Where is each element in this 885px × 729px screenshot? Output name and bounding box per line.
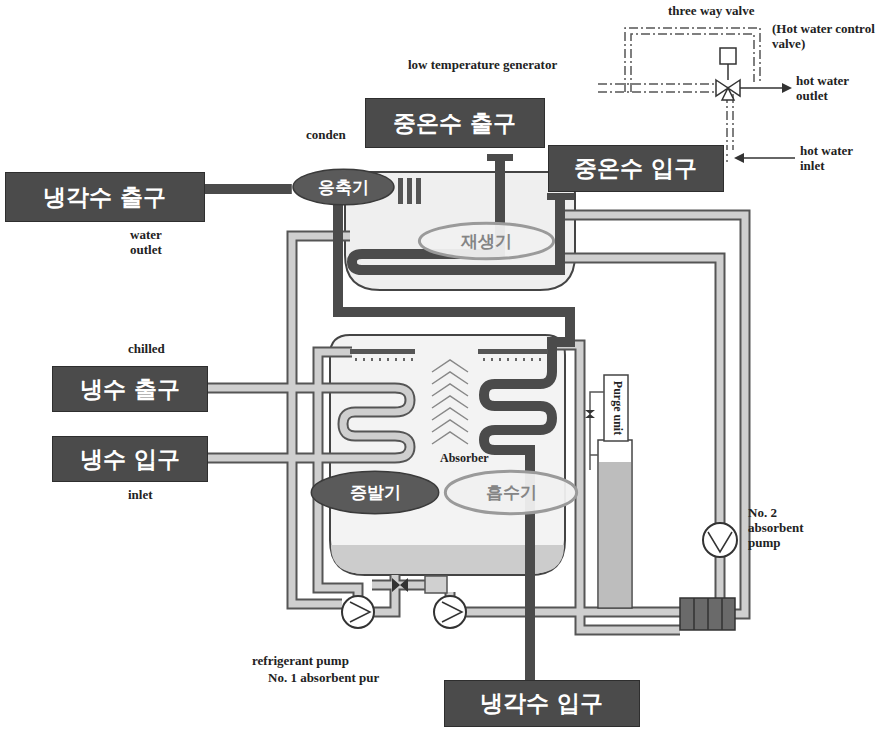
label-holder: hot water inlet [800, 144, 880, 174]
part-label: Absorber [440, 452, 489, 466]
port-label: water outlet [130, 228, 190, 258]
node-text: 증발기 [350, 481, 401, 504]
part-label: No. 2 absorbent pump [748, 506, 828, 551]
pipe-cap [487, 154, 513, 161]
node-text: 냉각수 입구 [480, 688, 603, 719]
heat-exchanger-lines [694, 598, 722, 630]
node-text: 재생기 [461, 230, 512, 253]
label-holder: inlet [128, 488, 153, 503]
part-label: three way valve [668, 4, 754, 19]
label-holder: chilled [128, 342, 165, 357]
ellipse-shape [293, 169, 394, 205]
port-label: chilled [128, 342, 165, 357]
vapour-chevrons [432, 360, 468, 444]
purge-tube [604, 375, 628, 441]
label-holder: hot water outlet [796, 74, 876, 104]
node-text: 냉수 출구 [80, 374, 180, 405]
purge-valve [585, 410, 595, 418]
label-holder: (Hot water control valve) [772, 22, 880, 52]
node-text: 응축기 [318, 176, 369, 199]
label-holder: conden [306, 128, 346, 143]
purge-tank [598, 440, 632, 608]
component-ellipse: 흡수기 [444, 470, 578, 515]
heat-exchanger [680, 598, 735, 630]
port-label-box: 중온수 출구 [365, 98, 545, 148]
part-label: Purge unit [610, 381, 624, 435]
spray-bar [350, 349, 415, 354]
port-label-box: 냉수 입구 [52, 436, 208, 482]
label-holder: refrigerant pump [252, 654, 349, 669]
valve-symbol [392, 578, 408, 592]
label-holder: No. 1 absorbent pur [268, 671, 379, 686]
part-label: (Hot water control valve) [772, 22, 880, 52]
valve-stem [727, 64, 729, 80]
component-ellipse: 응축기 [292, 168, 395, 206]
port-label-box: 냉각수 출구 [5, 172, 205, 222]
node-text: 냉각수 출구 [43, 182, 166, 213]
port-label: hot water inlet [800, 144, 880, 174]
pump-symbol [434, 596, 466, 628]
hot-water-loop [578, 28, 760, 161]
node-text: 흡수기 [486, 481, 537, 504]
purge-line [590, 392, 604, 470]
grey-pipe-inner [208, 215, 745, 630]
component-ellipse: 증발기 [310, 470, 440, 515]
inlet-arrow [736, 157, 795, 159]
port-label-box: 냉수 출구 [52, 366, 208, 412]
condenser-tubes [407, 178, 412, 204]
spray-bar [478, 349, 548, 354]
label-holder: water outlet [130, 228, 190, 258]
part-label: low temperature generator [408, 58, 557, 73]
pump-symbol [703, 523, 737, 557]
condenser-tubes [398, 178, 403, 204]
outlet-arrow [740, 87, 790, 89]
purge-liquid [599, 462, 631, 607]
pipe-connector [205, 184, 292, 194]
tee-fitting [425, 576, 447, 593]
dark-pipe [338, 160, 570, 680]
pipe-cap [547, 193, 574, 200]
ellipse-shape [445, 471, 576, 513]
condenser-tubes [416, 178, 421, 204]
port-label-box: 냉각수 입구 [444, 680, 640, 727]
valve-actuator [720, 48, 736, 64]
part-label: No. 1 absorbent pur [268, 671, 379, 686]
part-label: conden [306, 128, 346, 143]
component-ellipse: 재생기 [418, 222, 555, 260]
grey-pipe [208, 215, 745, 630]
port-label-box: 중온수 입구 [548, 145, 724, 192]
node-text: 냉수 입구 [80, 444, 180, 475]
label-holder: three way valve [668, 4, 754, 19]
ellipse-shape [311, 471, 438, 513]
label-holder: Absorber [440, 452, 489, 466]
part-label: refrigerant pump [252, 654, 349, 669]
port-label: inlet [128, 488, 153, 503]
port-label: hot water outlet [796, 74, 876, 104]
three-way-valve [716, 80, 740, 100]
label-holder: Purge unit [617, 408, 671, 422]
node-text: 중온수 출구 [393, 108, 516, 139]
pump-symbol [342, 596, 374, 628]
node-text: 중온수 입구 [574, 153, 697, 184]
label-holder: No. 2 absorbent pump [748, 506, 828, 551]
ellipse-shape [419, 223, 553, 259]
label-holder: low temperature generator [408, 58, 557, 73]
